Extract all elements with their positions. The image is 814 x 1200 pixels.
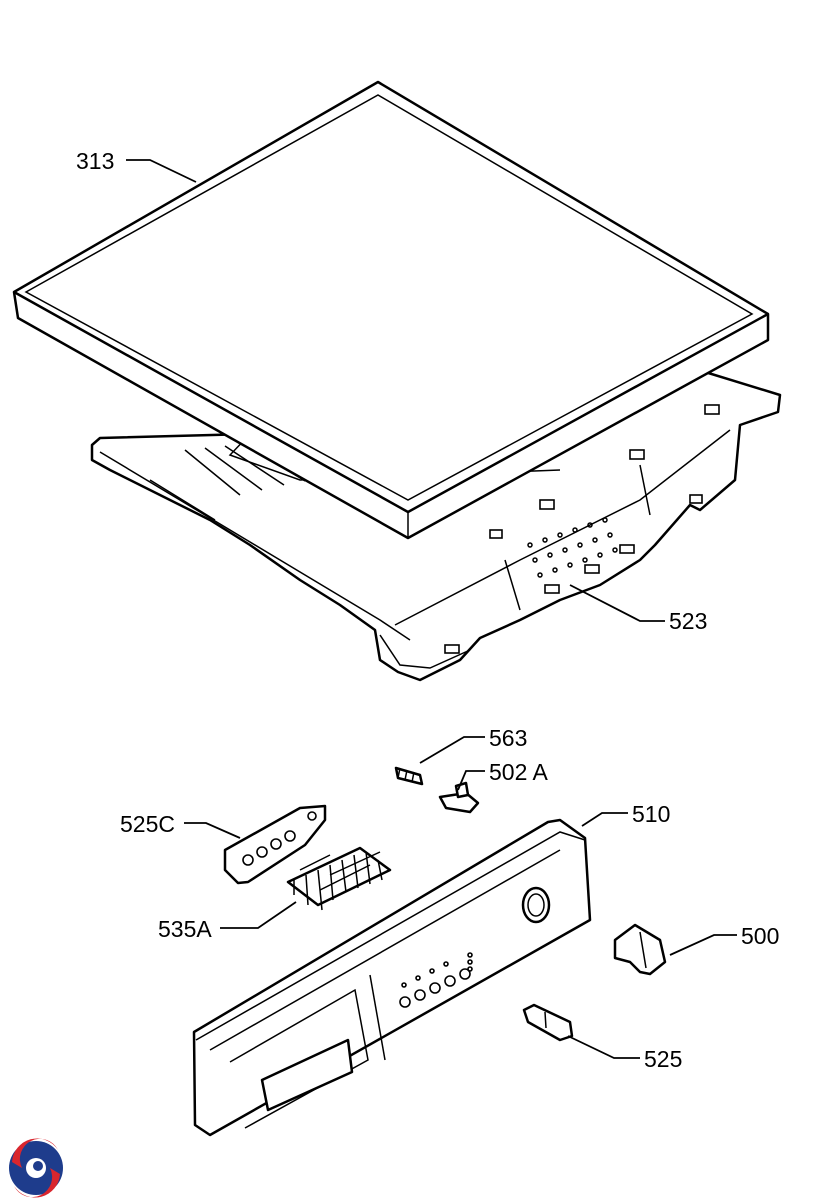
label-563: 563 xyxy=(489,725,527,751)
part-535a-pin-strip xyxy=(286,846,392,911)
part-525c-bracket xyxy=(223,804,327,885)
part-510-control-panel xyxy=(192,818,592,1137)
label-525: 525 xyxy=(644,1046,682,1072)
part-313-worktop xyxy=(12,80,770,540)
part-500-knob xyxy=(613,923,667,976)
label-500: 500 xyxy=(741,923,779,949)
label-510: 510 xyxy=(632,801,670,827)
label-502a: 502 A xyxy=(489,759,548,785)
label-313: 313 xyxy=(76,148,114,174)
part-525-shaft xyxy=(522,1003,574,1042)
leader-lines xyxy=(126,159,737,1059)
label-525c: 525C xyxy=(120,811,175,837)
label-523: 523 xyxy=(669,608,707,634)
brand-swirl-logo xyxy=(9,1138,63,1198)
part-563-pin xyxy=(394,766,424,786)
label-535a: 535A xyxy=(158,916,212,942)
part-502a-switch xyxy=(438,781,480,814)
